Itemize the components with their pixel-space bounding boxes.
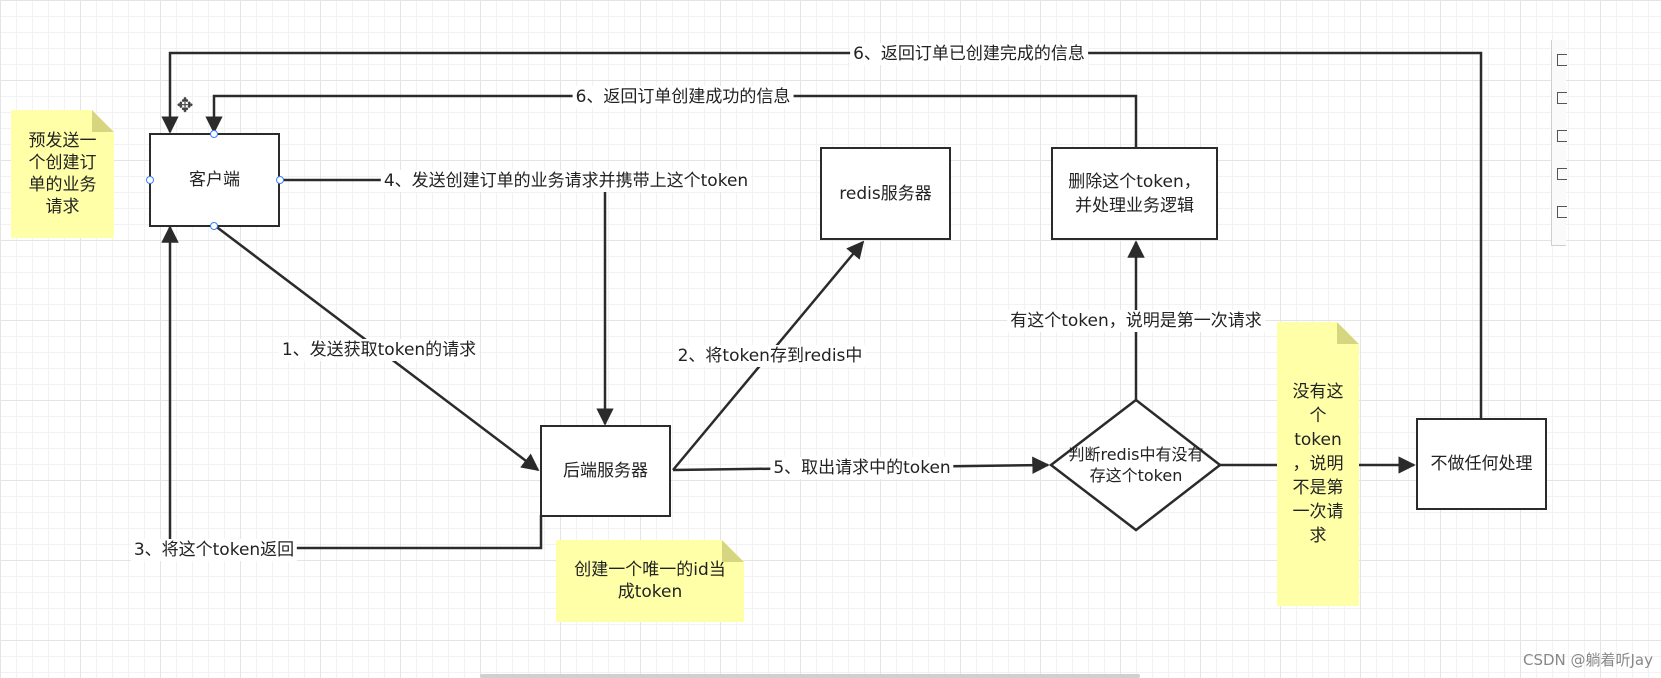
editor-side-toolbar <box>1551 40 1567 246</box>
create-id-note[interactable]: 创建一个唯一的id当 成token <box>556 540 744 622</box>
toolbar-tool-icon[interactable] <box>1557 130 1567 142</box>
edge-3-label: 3、将这个token返回 <box>130 539 298 561</box>
toolbar-tool-icon[interactable] <box>1557 54 1567 66</box>
client-connect-handle-top[interactable] <box>210 130 218 138</box>
redis-label: redis服务器 <box>839 183 932 204</box>
backend-label: 后端服务器 <box>563 461 648 481</box>
delete-token-node[interactable]: 删除这个token， 并处理业务逻辑 <box>1051 147 1218 240</box>
edge-yes-label: 有这个token，说明是第一次请求 <box>1007 310 1265 332</box>
judge-diamond-shape <box>1048 398 1223 532</box>
client-connect-handle-left[interactable] <box>146 176 154 184</box>
client-connect-handle-right[interactable] <box>276 176 284 184</box>
judge-node[interactable]: 判断redis中有没有 存这个token <box>1056 438 1216 492</box>
not-first-note-text: 没有这 个 token ，说明 不是第 一次请 求 <box>1292 382 1344 546</box>
edge-6a-label: 6、返回订单已创建完成的信息 <box>850 43 1088 65</box>
client-label: 客户端 <box>189 170 240 190</box>
edge-1-label: 1、发送获取token的请求 <box>278 339 480 361</box>
toolbar-tool-icon[interactable] <box>1557 168 1567 180</box>
edge-4-label: 4、发送创建订单的业务请求并携带上这个token <box>380 170 752 192</box>
client-node[interactable]: 客户端 <box>149 133 280 227</box>
edge-2-label: 2、将token存到redis中 <box>674 345 866 367</box>
noop-node[interactable]: 不做任何处理 <box>1416 418 1547 510</box>
backend-node[interactable]: 后端服务器 <box>540 425 671 517</box>
judge-label: 判断redis中有没有 存这个token <box>1068 445 1204 485</box>
edge-6a-line <box>161 51 1483 418</box>
delete-token-label: 删除这个token， 并处理业务逻辑 <box>1068 171 1201 216</box>
toolbar-tool-icon[interactable] <box>1557 206 1567 218</box>
watermark: CSDN @躺着听Jay <box>1522 651 1653 669</box>
edge-5-label: 5、取出请求中的token <box>770 457 954 479</box>
presend-note-text: 预发送一 个创建订 单的业务 请求 <box>28 131 97 217</box>
edge-6b-label: 6、返回订单创建成功的信息 <box>572 86 794 108</box>
client-connect-handle-bottom[interactable] <box>210 222 218 230</box>
toolbar-tool-icon[interactable] <box>1557 92 1567 104</box>
presend-note[interactable]: 预发送一 个创建订 单的业务 请求 <box>11 110 114 238</box>
edge-3-line <box>161 225 543 550</box>
edge-4-line <box>280 178 614 426</box>
noop-label: 不做任何处理 <box>1430 454 1533 474</box>
move-cursor-icon: ✥ <box>176 93 194 117</box>
create-id-note-text: 创建一个唯一的id当 成token <box>574 560 726 602</box>
not-first-note[interactable]: 没有这 个 token ，说明 不是第 一次请 求 <box>1277 322 1359 606</box>
redis-node[interactable]: redis服务器 <box>820 147 951 240</box>
horizontal-scrollbar[interactable] <box>480 674 1140 678</box>
